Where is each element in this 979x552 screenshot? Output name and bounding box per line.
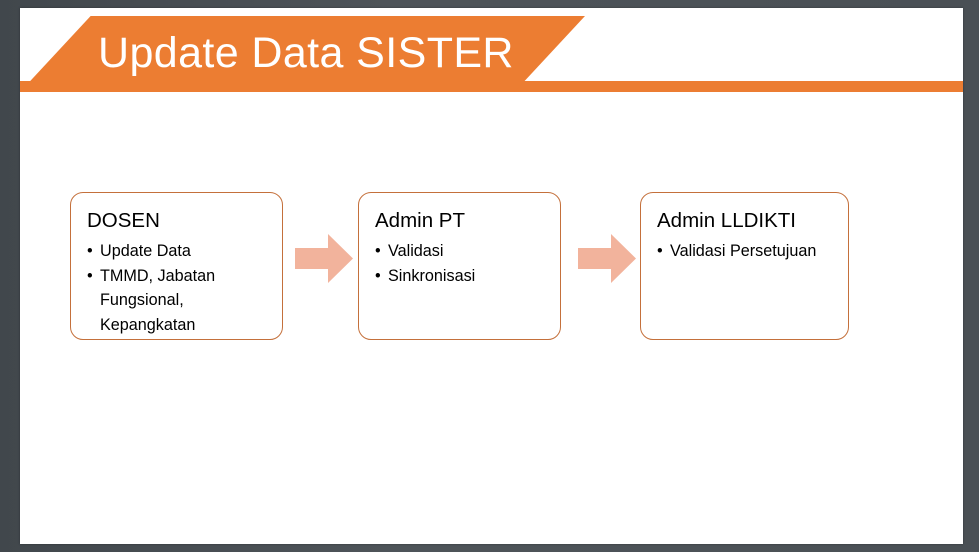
flow-step-admin-pt[interactable]: Admin PT • Validasi • Sinkronisasi bbox=[358, 192, 561, 340]
right-block-arrow-icon bbox=[578, 234, 636, 283]
bullet-icon: • bbox=[657, 242, 663, 260]
bullet-icon: • bbox=[375, 266, 381, 285]
list-item-label: TMMD, Jabatan Fungsional, Kepangkatan bbox=[100, 266, 216, 334]
bullet-icon: • bbox=[87, 266, 93, 285]
list-item-label: Validasi Persetujuan bbox=[670, 242, 817, 260]
list-item: • TMMD, Jabatan Fungsional, Kepangkatan bbox=[87, 264, 269, 338]
slide-canvas: Update Data SISTER DOSEN • Update Data •… bbox=[20, 8, 963, 544]
flow-step-list: • Update Data • TMMD, Jabatan Fungsional… bbox=[87, 239, 269, 337]
flow-step-heading: Admin PT bbox=[375, 209, 465, 232]
list-item: • Update Data bbox=[87, 239, 269, 264]
list-item-label: Validasi bbox=[388, 242, 444, 260]
flow-step-dosen[interactable]: DOSEN • Update Data • TMMD, Jabatan Fung… bbox=[70, 192, 283, 340]
list-item: • Validasi Persetujuan bbox=[657, 239, 835, 264]
list-item: • Sinkronisasi bbox=[375, 264, 547, 289]
right-block-arrow-icon bbox=[295, 234, 353, 283]
bullet-icon: • bbox=[87, 242, 93, 260]
process-flow-diagram: DOSEN • Update Data • TMMD, Jabatan Fung… bbox=[20, 192, 963, 344]
list-item-label: Sinkronisasi bbox=[388, 266, 476, 285]
banner-parallelogram bbox=[20, 16, 585, 92]
flow-step-list: • Validasi • Sinkronisasi bbox=[375, 239, 547, 288]
flow-step-heading: DOSEN bbox=[87, 209, 160, 232]
flow-step-heading: Admin LLDIKTI bbox=[657, 209, 796, 232]
title-banner: Update Data SISTER bbox=[20, 16, 963, 92]
page-title: Update Data SISTER bbox=[98, 29, 514, 77]
list-item-label: Update Data bbox=[100, 242, 191, 260]
bullet-icon: • bbox=[375, 242, 381, 260]
flow-step-list: • Validasi Persetujuan bbox=[657, 239, 835, 264]
list-item: • Validasi bbox=[375, 239, 547, 264]
flow-step-admin-lldikti[interactable]: Admin LLDIKTI • Validasi Persetujuan bbox=[640, 192, 849, 340]
